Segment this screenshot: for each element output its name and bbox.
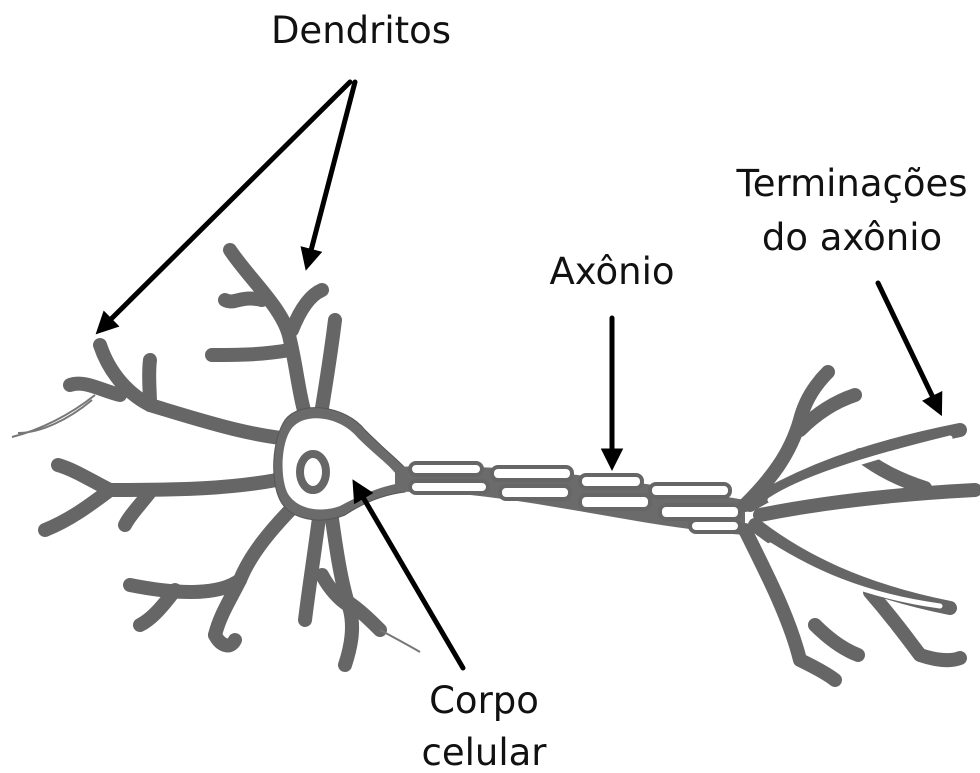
dendrite-wisp-left [12,395,95,437]
arrow-dendrites-right [308,82,355,262]
arrow-cell-body [357,487,463,668]
axon-shape [395,463,745,535]
label-cell-body-line1: Corpo [429,679,539,722]
arrow-axon-terminals [878,283,938,408]
neuron-illustration [12,250,975,680]
axon-terminals-shape [745,372,975,680]
label-axon-terminals-line1: Terminações [735,162,967,205]
cell-body-shape [274,408,405,520]
label-axon-terminals-line2: do axônio [762,216,942,259]
dendrite-wisp-bottom [380,630,420,652]
nucleus-shape [300,454,326,490]
label-axon: Axônio [549,250,674,293]
label-cell-body-line2: celular [421,731,547,773]
label-dendrites: Dendritos [271,9,451,52]
